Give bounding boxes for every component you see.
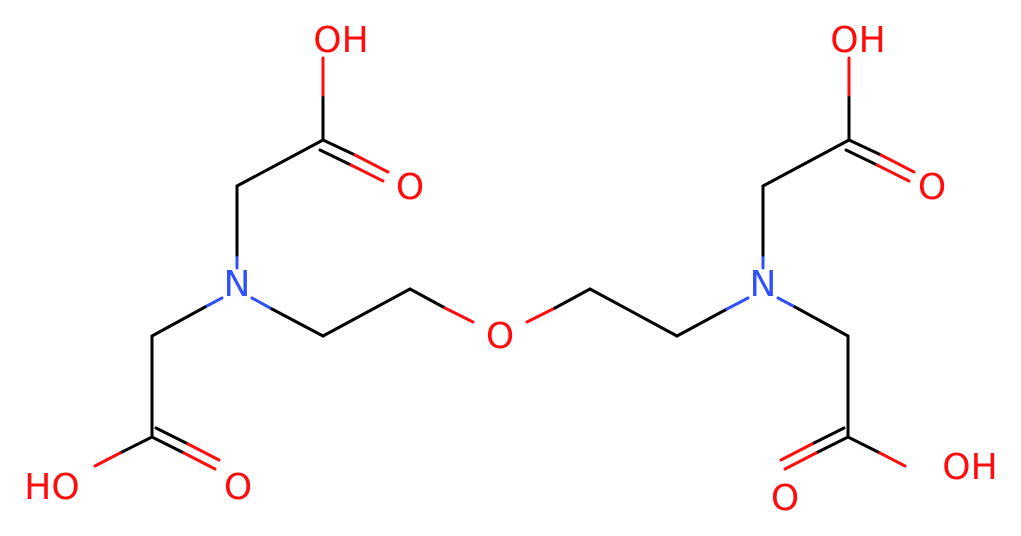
atom-ho-bottom-left: HO: [24, 467, 79, 508]
bond-c-o-double-bottom-left-b: [154, 426, 190, 446]
bond-n-left-chain-a: [250, 296, 274, 311]
atom-o-bottom-right: O: [771, 478, 799, 519]
atom-o-bottom-left: O: [224, 467, 252, 508]
bond-n-right-ch2-lower-a: [776, 296, 797, 309]
bond-c-o-double-bottom-right-a-red: [783, 451, 818, 471]
atom-o-top-left: O: [396, 167, 424, 208]
bond-chain-right-1: [553, 287, 592, 310]
bond-c-o-double-top-left-a-red: [353, 153, 390, 174]
atom-oh-top-right: OH: [830, 20, 885, 61]
atom-labels: OH O N HO O O N OH O O OH: [24, 20, 997, 519]
atom-n-right: N: [750, 264, 777, 305]
atom-o-ether: O: [486, 316, 514, 357]
bond-c-o-double-top-right-a-red: [879, 153, 916, 174]
atom-oh-bottom-right: OH: [942, 447, 997, 488]
bond-chain-right-1-red: [525, 306, 557, 324]
bond-chain-left-2: [408, 287, 447, 310]
bond-c-o-double-bottom-right-b: [810, 426, 846, 446]
bond-c-o-double-bottom-right-a: [814, 435, 850, 455]
bond-ch2-cooh-top-left: [235, 138, 325, 188]
bond-c-o-double-top-left-b-red: [349, 163, 385, 183]
bond-c-oh-bottom-right: [846, 435, 882, 455]
bond-c-o-double-top-left-b: [318, 148, 353, 167]
bond-chain-left-2-red: [443, 306, 475, 324]
bond-c-o-double-bottom-left-a-red: [182, 451, 217, 471]
bond-n-right-ch2-lower-b: [793, 305, 850, 338]
bond-n-left-ch2-lower-b: [150, 305, 207, 338]
bond-c-o-double-top-right-b: [844, 148, 879, 167]
bond-c-o-double-top-right-a: [847, 138, 883, 157]
bond-c-o-double-top-right-b-red: [875, 163, 911, 183]
bonds: [93, 56, 916, 471]
atom-o-top-right: O: [918, 167, 946, 208]
bond-n-right-chain-b: [675, 307, 729, 338]
bond-n-right-chain-a: [725, 296, 750, 311]
atom-oh-top-left: OH: [313, 20, 368, 61]
bond-n-left-ch2-lower-a: [203, 296, 224, 309]
bond-ch2-cooh-top-right: [761, 138, 851, 188]
bond-chain-right-2: [588, 287, 679, 338]
bond-c-oh-bottom-left-red: [93, 451, 122, 468]
bond-c-o-double-bottom-left-b-red: [186, 442, 221, 462]
bond-c-oh-bottom-right-red: [878, 451, 907, 468]
bond-c-oh-bottom-left: [118, 435, 154, 455]
atom-n-left: N: [224, 264, 251, 305]
bond-chain-left-1: [321, 287, 412, 338]
bond-c-o-double-bottom-right-b-red: [779, 442, 814, 462]
bond-n-left-chain-b: [270, 307, 325, 338]
bond-c-o-double-bottom-left-a: [150, 435, 186, 455]
bond-c-o-double-top-left-a: [321, 138, 357, 157]
